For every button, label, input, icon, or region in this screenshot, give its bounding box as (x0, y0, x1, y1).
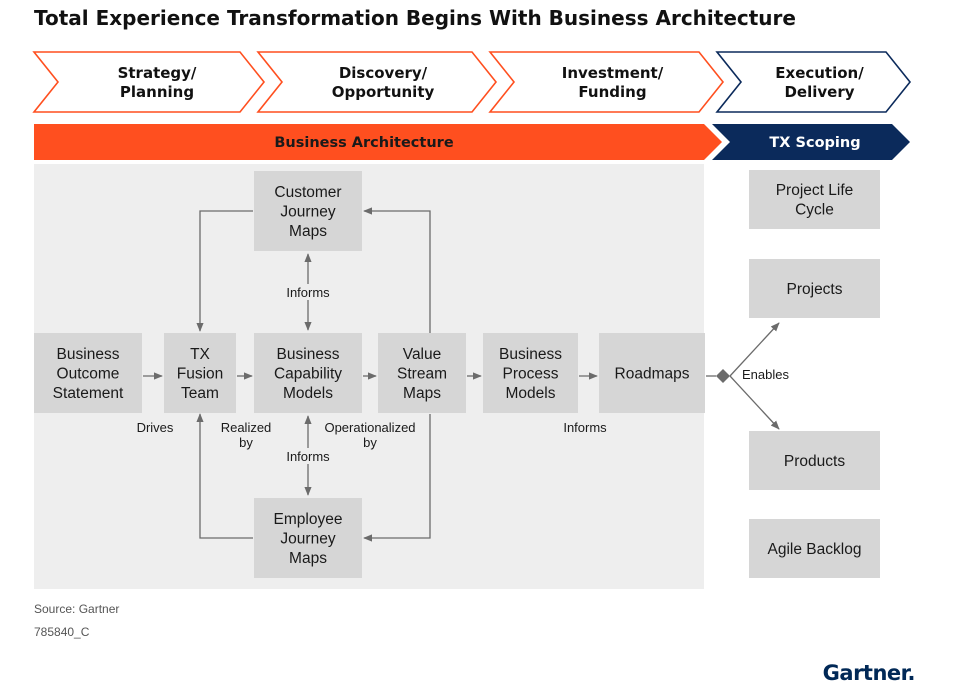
phase-label-investment: Investment/Funding (562, 64, 664, 101)
figure-id: 785840_C (34, 625, 90, 639)
enables-diamond-icon (716, 369, 730, 383)
node-capability-box (254, 333, 362, 413)
node-project-life-cycle-box (749, 170, 880, 229)
tx-scoping-band (712, 124, 910, 160)
node-customer-journey-box (254, 171, 362, 251)
phase-chevron-discovery (256, 51, 498, 113)
business-architecture-band (34, 124, 722, 160)
arrow-value-stream-to-employee-journey (363, 414, 431, 542)
node-agile-backlog-box (749, 519, 880, 578)
node-projects-label: Projects (787, 281, 843, 298)
node-agile-backlog-label: Agile Backlog (768, 541, 862, 558)
arrow-enables-projects (729, 322, 780, 377)
label-drives: Drives (137, 420, 174, 435)
node-value-stream-box (378, 333, 466, 413)
source-note: Source: Gartner (34, 602, 120, 616)
arrow-enables-products (729, 375, 780, 430)
phase-chevron-strategy (32, 51, 266, 113)
node-roadmaps-label: Roadmaps (615, 365, 690, 382)
node-products-box (749, 431, 880, 490)
phase-chevron-investment (488, 51, 725, 113)
arrow-customer-journey-to-fusion (196, 210, 253, 332)
node-tx-fusion-box (164, 333, 236, 413)
tx-scoping-label: TX Scoping (769, 135, 860, 151)
label-enables: Enables (742, 367, 789, 382)
label-informs-top: Informs (286, 285, 330, 300)
page-title: Total Experience Transformation Begins W… (34, 6, 796, 30)
label-informs-process: Informs (563, 420, 607, 435)
business-architecture-label: Business Architecture (274, 135, 453, 151)
informs-top-bg (282, 284, 336, 300)
node-process-box (483, 333, 578, 413)
arrow-fusion-employee-journey (196, 413, 253, 539)
label-informs-bottom: Informs (286, 449, 330, 464)
phase-chevron-execution (715, 51, 912, 113)
node-roadmaps-box (599, 333, 705, 413)
node-products-label: Products (784, 453, 845, 470)
node-business-outcome-box (34, 333, 142, 413)
phase-label-strategy: Strategy/Planning (118, 64, 197, 101)
gartner-logo: Gartner. (822, 661, 916, 685)
informs-bottom-bg (282, 448, 336, 464)
arrow-value-stream-to-customer-journey (363, 207, 431, 333)
phase-label-discovery: Discovery/Opportunity (332, 64, 435, 101)
phase-label-execution: Execution/Delivery (775, 64, 864, 101)
node-projects-box (749, 259, 880, 318)
node-employee-journey-box (254, 498, 362, 578)
